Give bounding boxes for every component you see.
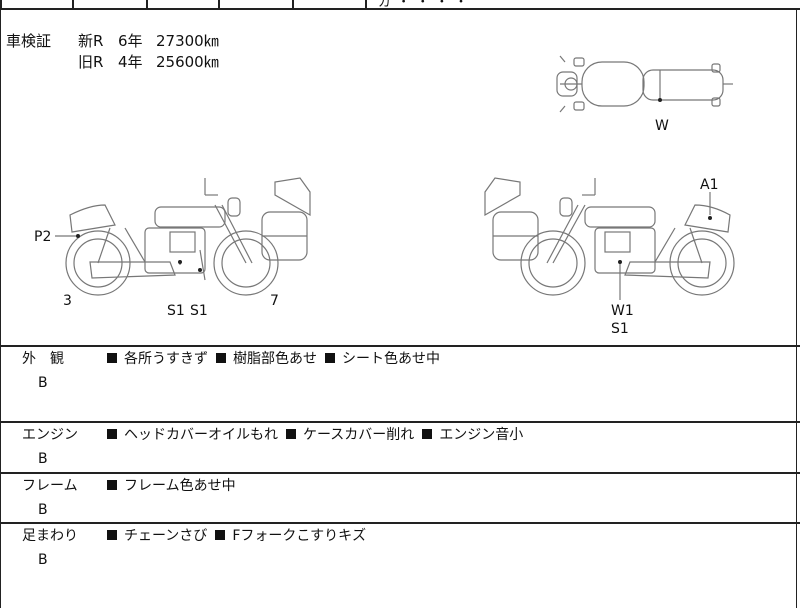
motorcycle-left-view-icon (55, 177, 311, 296)
note-item: Fフォークこすりキズ (215, 526, 366, 546)
inspection-years: 6年 (118, 32, 143, 50)
marker-label-p2: P2 (34, 229, 52, 245)
section-suspension: 足まわり B チェーンさび Fフォークこすりキズ (0, 523, 800, 600)
marker-label-a1: A1 (700, 177, 719, 193)
divider (146, 0, 148, 8)
motorcycle-top-view-icon (556, 55, 733, 113)
square-bullet-icon (325, 353, 335, 363)
inspection-label: 車検証 (6, 32, 52, 50)
sheet-frame (0, 8, 797, 608)
note-text: Fフォークこすりキズ (232, 528, 367, 544)
note-item: ヘッドカバーオイルもれ (107, 425, 278, 445)
section-grade: B (38, 375, 48, 391)
inspection-km: 25600㎞ (156, 53, 219, 71)
damage-markers (76, 98, 712, 272)
section-divider (0, 522, 800, 524)
note-item: 樹脂部色あせ (216, 349, 317, 369)
note-item: シート色あせ中 (325, 349, 440, 369)
square-bullet-icon (215, 530, 226, 540)
section-title: フレーム (22, 478, 78, 494)
section-frame: フレーム B フレーム色あせ中 (0, 473, 800, 522)
square-bullet-icon (107, 353, 117, 363)
section-grade: B (38, 451, 48, 467)
inspection-block: 車検証 新R 6年 27300㎞ 旧R 4年 25600㎞ (6, 31, 219, 73)
note-item: エンジン音小 (422, 425, 523, 445)
square-bullet-icon (107, 429, 117, 439)
square-bullet-icon (107, 480, 117, 490)
note-text: エンジン音小 (439, 427, 524, 443)
section-grade: B (38, 552, 48, 568)
section-divider (0, 421, 800, 423)
motorcycle-right-view-icon (484, 177, 735, 300)
note-text: ケースカバー削れ (303, 427, 415, 443)
inspection-years: 4年 (118, 53, 143, 71)
motorcycle-diagram (55, 55, 735, 300)
note-text: チェーンさび (124, 528, 208, 544)
inspection-class: 旧R (78, 53, 104, 71)
top-border (0, 8, 800, 10)
note-text: シート色あせ中 (342, 351, 440, 367)
section-exterior: 外 観 B 各所うすきず 樹脂部色あせ シート色あせ中 (0, 346, 800, 420)
marker-label-7: 7 (270, 293, 279, 309)
inspection-row: 旧R 4年 25600㎞ (6, 52, 219, 73)
section-notes: ヘッドカバーオイルもれ ケースカバー削れ エンジン音小 (107, 425, 531, 445)
note-text: 樹脂部色あせ (233, 351, 317, 367)
section-divider (0, 472, 800, 474)
note-item: 各所うすきず (107, 349, 208, 369)
marker-label-w1: W1 (611, 303, 634, 319)
divider (0, 0, 2, 8)
divider (292, 0, 294, 8)
marker-label-s1: S1 (611, 321, 629, 337)
note-text: フレーム色あせ中 (124, 478, 236, 494)
section-notes: フレーム色あせ中 (107, 476, 244, 496)
divider (72, 0, 74, 8)
section-engine: エンジン B ヘッドカバーオイルもれ ケースカバー削れ エンジン音小 (0, 422, 800, 472)
marker-label-3: 3 (63, 293, 72, 309)
marker-label-s1: S1 (167, 303, 185, 319)
note-item: チェーンさび (107, 526, 207, 546)
section-grade: B (38, 502, 48, 518)
note-text: ヘッドカバーオイルもれ (124, 427, 278, 443)
inspection-row: 車検証 新R 6年 27300㎞ (6, 31, 219, 52)
square-bullet-icon (216, 353, 226, 363)
marker-label-s1: S1 (190, 303, 208, 319)
divider (365, 0, 367, 8)
marker-label-w: W (655, 118, 669, 134)
section-title: 足まわり (22, 528, 78, 544)
inspection-class: 新R (78, 32, 104, 50)
note-item: フレーム色あせ中 (107, 476, 236, 496)
section-notes: 各所うすきず 樹脂部色あせ シート色あせ中 (107, 349, 448, 369)
header-fragment: ガ ・ ・ ・ ・ (378, 0, 469, 10)
inspection-km: 27300㎞ (156, 32, 219, 50)
square-bullet-icon (286, 429, 296, 439)
section-divider (0, 345, 800, 347)
section-notes: チェーンさび Fフォークこすりキズ (107, 526, 374, 546)
square-bullet-icon (422, 429, 433, 439)
section-title: エンジン (22, 427, 78, 443)
note-item: ケースカバー削れ (286, 425, 414, 445)
divider (218, 0, 220, 8)
section-title: 外 観 (22, 351, 64, 367)
note-text: 各所うすきず (124, 351, 208, 367)
square-bullet-icon (107, 530, 117, 540)
